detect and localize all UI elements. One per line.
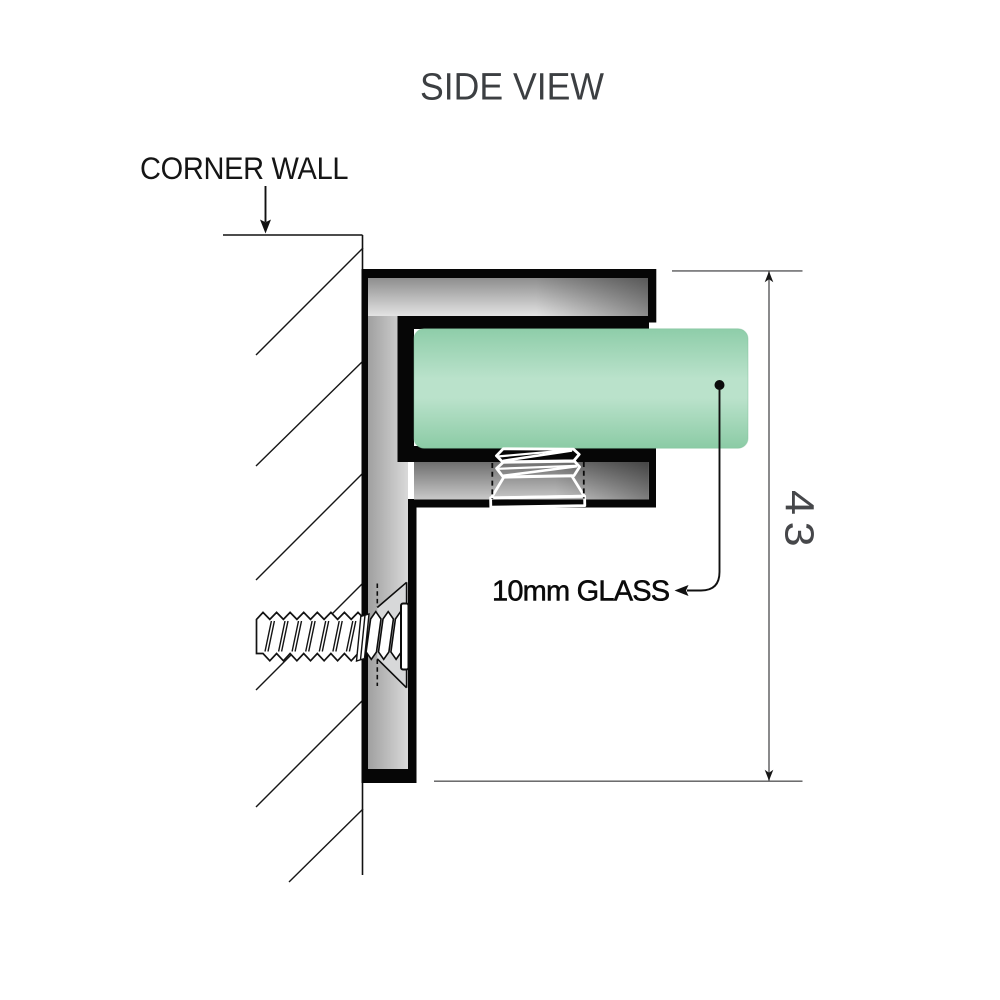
svg-text:10mm GLASS: 10mm GLASS — [492, 575, 670, 607]
svg-text:43: 43 — [776, 490, 822, 553]
svg-text:SIDE VIEW: SIDE VIEW — [420, 67, 604, 109]
svg-text:CORNER WALL: CORNER WALL — [140, 151, 348, 187]
